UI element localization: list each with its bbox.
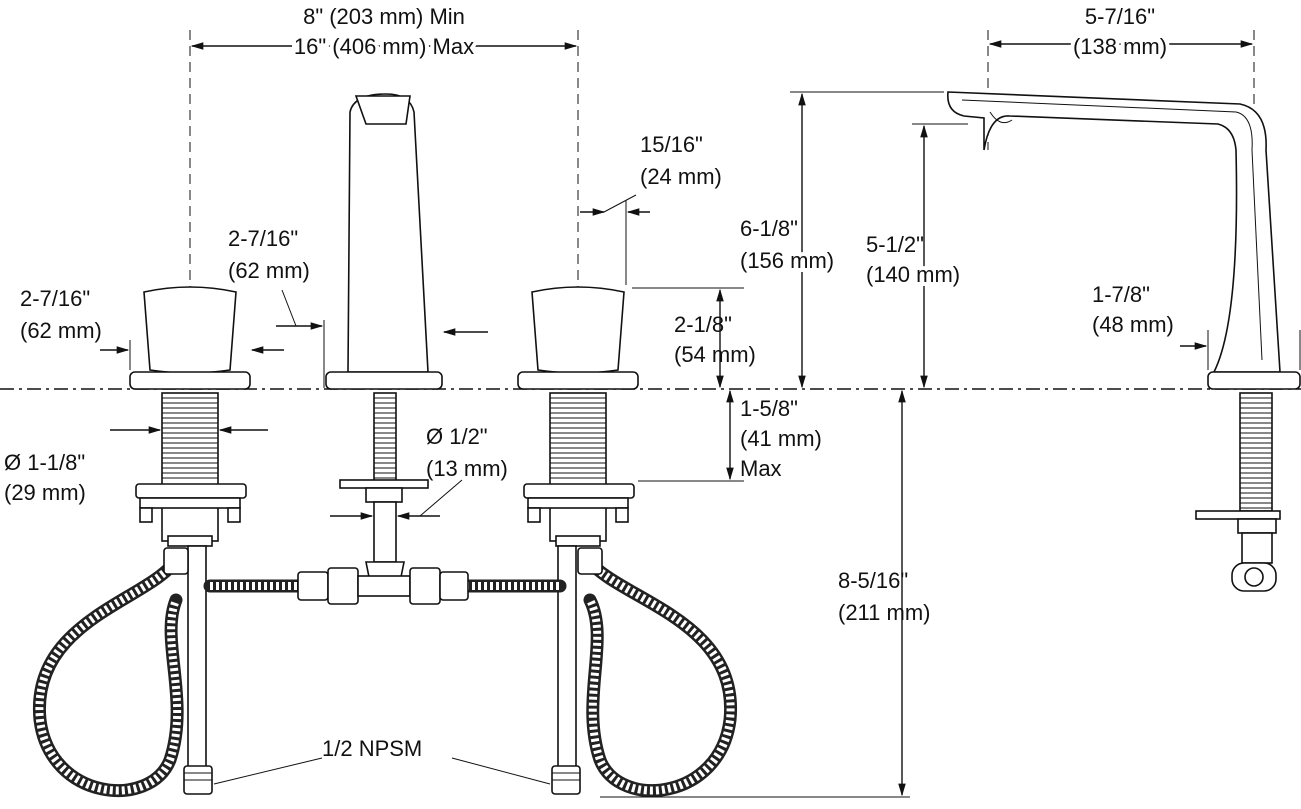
right-supply-pipe (551, 545, 581, 795)
label-shank-dia-in: Ø 1-1/8" (4, 450, 85, 475)
label-shank-dia-mm: (29 mm) (4, 480, 86, 505)
label-spread-max: 16" (406 mm) Max (294, 34, 474, 59)
spout-side-view (947, 91, 1301, 592)
right-handle (517, 286, 639, 390)
label-side-base-in: 1-7/8" (1092, 282, 1150, 307)
right-shank (523, 392, 635, 547)
label-handle-center-in: 2-7/16" (228, 226, 298, 251)
label-spread-min: 8" (203 mm) Min (303, 4, 465, 29)
spout-front (325, 93, 443, 593)
label-base-mm: (24 mm) (640, 164, 722, 189)
left-handle (129, 286, 251, 390)
label-spout-shank-in: Ø 1/2" (426, 424, 488, 449)
label-handle-height-mm: (54 mm) (674, 342, 756, 367)
label-side-base-mm: (48 mm) (1092, 312, 1174, 337)
label-deck-mm: (41 mm) (740, 426, 822, 451)
label-reach-in: 5-7/16" (1085, 4, 1155, 29)
label-handle-left-mm: (62 mm) (20, 318, 102, 343)
label-spout-height-in: 6-1/8" (740, 216, 798, 241)
label-connection: 1/2 NPSM (322, 736, 422, 761)
label-deck-in: 1-5/8" (740, 396, 798, 421)
label-below-deck-in: 8-5/16" (838, 568, 908, 593)
label-reach-mm: (138 mm) (1073, 34, 1167, 59)
label-outlet-height-in: 5-1/2" (866, 232, 924, 257)
label-outlet-height-mm: (140 mm) (866, 262, 960, 287)
label-handle-center-mm: (62 mm) (228, 258, 310, 283)
label-below-deck-mm: (211 mm) (838, 600, 931, 625)
label-spout-shank-mm: (13 mm) (426, 456, 508, 481)
braided-hoses (33, 547, 737, 797)
label-deck-note: Max (740, 456, 782, 481)
label-handle-left-in: 2-7/16" (20, 286, 90, 311)
left-shank (135, 392, 247, 547)
left-supply-pipe (183, 545, 213, 795)
label-spout-height-mm: (156 mm) (740, 248, 834, 273)
label-base-in: 15/16" (640, 132, 703, 157)
label-handle-height-in: 2-1/8" (674, 312, 732, 337)
